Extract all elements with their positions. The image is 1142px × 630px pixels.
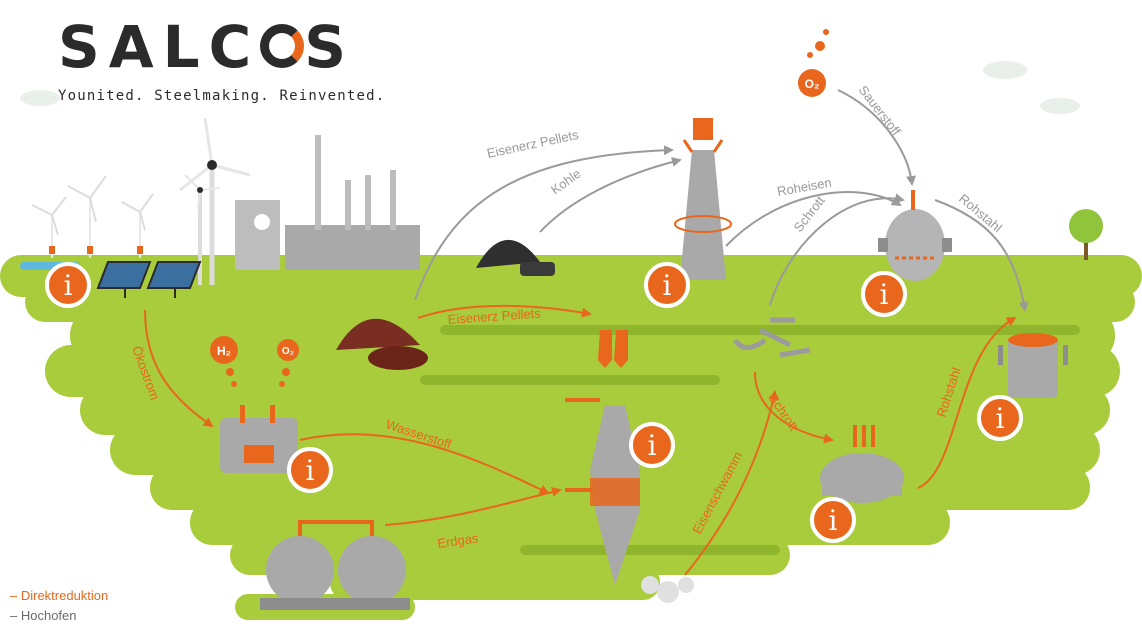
label-kohle: Kohle [548, 166, 584, 198]
basic-oxygen-converter [878, 190, 952, 281]
legend-hochofen: – Hochofen [10, 608, 77, 623]
o2-label-source: O₂ [805, 77, 820, 91]
info-button-arc-furnace[interactable]: i [810, 497, 856, 543]
offshore-turbine-bases [49, 246, 143, 254]
label-erdgas: Erdgas [436, 530, 479, 551]
info-button-renewables[interactable]: i [45, 262, 91, 308]
label-eisenerz-pellets-blast: Eisenerz Pellets [486, 127, 581, 161]
direktreduktion-arrows [144, 304, 1017, 576]
info-button-ladle[interactable]: i [977, 395, 1023, 441]
info-button-electrolyser[interactable]: i [287, 447, 333, 493]
info-icon: i [648, 429, 657, 462]
info-button-direct-reduction[interactable]: i [629, 422, 675, 468]
logo-text-suffix: S [304, 13, 355, 81]
offshore-wind-turbines [31, 175, 154, 258]
o2-label-electrolyser: O₂ [282, 346, 294, 357]
label-eisenerz-pellets-direct: Eisenerz Pellets [447, 305, 542, 327]
label-roheisen: Roheisen [776, 175, 833, 199]
legend: – Direktreduktion – Hochofen [10, 586, 108, 626]
info-icon: i [880, 278, 889, 311]
info-icon: i [306, 454, 315, 487]
legend-direktreduktion: – Direktreduktion [10, 588, 109, 603]
info-button-blast-furnace[interactable]: i [644, 262, 690, 308]
hochofen-arrows [414, 89, 1029, 312]
chemical-h2-badge: H₂ [210, 336, 238, 364]
h2-label: H₂ [217, 344, 231, 358]
logo-tagline: Younited. Steelmaking. Reinvented. [58, 88, 386, 104]
electric-arc-furnace [820, 425, 904, 503]
natural-gas-tanks [260, 520, 410, 610]
electrolyser [220, 368, 298, 473]
direct-reduction-shaft [590, 330, 640, 585]
logo-ring-icon [260, 24, 305, 68]
logo-text-prefix: SALC [58, 13, 261, 81]
solar-panels [96, 261, 202, 298]
blast-furnace [674, 118, 732, 280]
onshore-wind-turbines [179, 117, 251, 285]
clouds [20, 61, 1080, 114]
tree [1069, 209, 1103, 260]
coal-pile [476, 239, 555, 276]
info-icon: i [829, 504, 838, 537]
label-schrott-top: Schrott [791, 193, 828, 235]
label-sauerstoff: Sauerstoff [856, 83, 904, 139]
chemical-o2-badge-electrolyser: O₂ [277, 339, 299, 361]
scrap-pile [732, 317, 811, 358]
oxygen-source: O₂ [798, 29, 829, 97]
info-icon: i [663, 269, 672, 302]
landscape [0, 255, 1142, 620]
iron-ore-pile [336, 318, 428, 370]
steel-plant-buildings [235, 135, 420, 270]
steel-ladle [998, 333, 1068, 398]
info-button-converter[interactable]: i [861, 271, 907, 317]
info-icon: i [64, 269, 73, 302]
sponge-iron-pellets [641, 576, 694, 603]
info-icon: i [996, 402, 1005, 435]
